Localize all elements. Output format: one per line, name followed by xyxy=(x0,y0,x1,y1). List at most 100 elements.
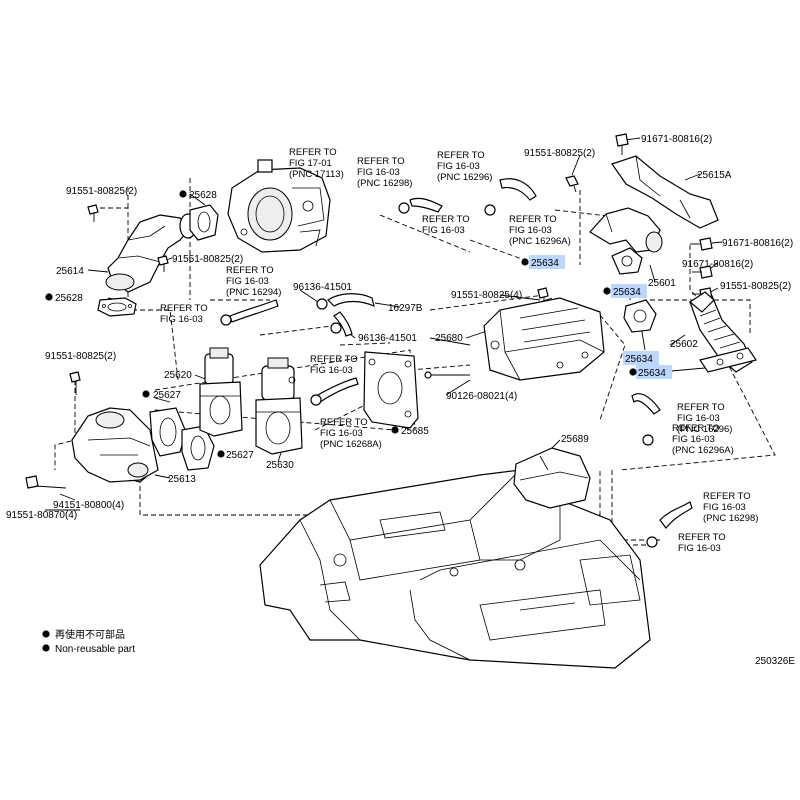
hose-16296-right xyxy=(631,393,661,446)
bolt-icon xyxy=(615,133,629,155)
label-25634-b[interactable]: 25634 xyxy=(613,287,641,298)
hose-16297b xyxy=(316,293,375,337)
bolt-icon xyxy=(25,475,67,489)
refer-to-pnc-16268a[interactable]: REFER TO FIG 16-03 (PNC 16268A) xyxy=(320,417,382,450)
gasket-plate-25685 xyxy=(363,351,419,429)
bullet-icon xyxy=(391,426,399,434)
refer-to-pnc-16298-right[interactable]: REFER TO FIG 16-03 (PNC 16298) xyxy=(703,491,758,524)
label-91551-80870[interactable]: 91551-80870(4) xyxy=(6,510,77,521)
label-91551-80825-b[interactable]: 91551-80825(2) xyxy=(172,254,243,265)
label-91551-80825-c[interactable]: 91551-80825(2) xyxy=(45,351,116,362)
throttle-body xyxy=(227,159,331,253)
egr-pipe-25601 xyxy=(589,207,663,253)
gasket-25628-left xyxy=(97,297,137,317)
legend-line-jp: 再使用不可部品 xyxy=(55,628,125,641)
refer-to-fig-16-03-a[interactable]: REFER TO FIG 16-03 xyxy=(422,214,472,236)
label-91551-80825-a[interactable]: 91551-80825(2) xyxy=(66,186,137,197)
egr-cooler-25680 xyxy=(483,297,605,381)
hose-16296 xyxy=(484,178,537,216)
gasket-25627-a xyxy=(149,407,187,457)
bolt-icon xyxy=(157,255,169,272)
bullet-icon xyxy=(603,287,611,295)
bullet-icon xyxy=(42,630,50,638)
label-90126-08021[interactable]: 90126-08021(4) xyxy=(446,391,517,402)
part-labels[interactable]: 25628 25628 25614 91551-80825(2) 91551-8… xyxy=(6,134,793,521)
refer-to-pnc-16296-right[interactable]: REFER TO FIG 16-03 (PNC 16296) xyxy=(677,402,732,435)
egr-valve-25630 xyxy=(255,357,303,455)
egr-valve-25620 xyxy=(199,347,243,437)
egr-adapter-25613 xyxy=(71,407,159,483)
intake-pipe-25614 xyxy=(105,213,197,293)
engine-block-outline xyxy=(259,469,651,669)
label-25602[interactable]: 25602 xyxy=(670,339,698,350)
label-25627-b[interactable]: 25627 xyxy=(226,450,254,461)
label-25630[interactable]: 25630 xyxy=(266,460,294,471)
label-91551-80825-d[interactable]: 91551-80825(2) xyxy=(524,148,595,159)
hose-16298 xyxy=(398,197,443,214)
label-94151-80800[interactable]: 94151-80800(4) xyxy=(53,500,124,511)
refer-to-fig-16-03-d[interactable]: REFER TO FIG 16-03 xyxy=(678,532,728,554)
bullet-icon xyxy=(42,644,50,652)
gasket-25634-side xyxy=(623,299,657,333)
legend-line-en: Non-reusable part xyxy=(55,644,135,655)
label-25680[interactable]: 25680 xyxy=(435,333,463,344)
highlight-25634-b xyxy=(611,284,647,298)
hose-16298-right xyxy=(646,501,693,548)
label-25634-d[interactable]: 25634 xyxy=(638,368,666,379)
refer-to-notes[interactable]: REFER TO FIG 17-01 (PNC 17113) REFER TO … xyxy=(160,147,758,554)
highlight-25634-d xyxy=(636,365,672,379)
bolt-icon xyxy=(565,175,579,193)
label-25615a[interactable]: 25615A xyxy=(697,170,732,181)
label-91551-80825-e[interactable]: 91551-80825(2) xyxy=(720,281,791,292)
highlight-25634-c xyxy=(623,351,659,365)
stud-bolt-icon xyxy=(424,371,470,379)
label-25685[interactable]: 25685 xyxy=(401,426,429,437)
label-16297b[interactable]: 16297B xyxy=(388,303,423,314)
highlight-boxes xyxy=(529,255,672,379)
bolt-icon xyxy=(692,265,713,279)
label-96136-41501-a[interactable]: 96136-41501 xyxy=(293,282,352,293)
refer-to-pnc-16298-top[interactable]: REFER TO FIG 16-03 (PNC 16298) xyxy=(357,156,412,189)
gasket-25634-top xyxy=(611,247,643,275)
refer-to-fig-16-03-b[interactable]: REFER TO FIG 16-03 xyxy=(160,303,210,325)
refer-to-pnc-16294[interactable]: REFER TO FIG 16-03 (PNC 16294) xyxy=(226,265,281,298)
legend: 再使用不可部品 Non-reusable part xyxy=(55,628,135,655)
bullet-icon xyxy=(45,293,53,301)
label-91671-80816-c[interactable]: 91671-80816(2) xyxy=(682,259,753,270)
label-25628-top[interactable]: 25628 xyxy=(189,190,217,201)
label-25628-left[interactable]: 25628 xyxy=(55,293,83,304)
cover-25689 xyxy=(513,447,591,509)
bullet-icon xyxy=(521,258,529,266)
heat-insulator-25615a xyxy=(611,155,719,229)
label-96136-41501-b[interactable]: 96136-41501 xyxy=(358,333,417,344)
non-reusable-bullets xyxy=(42,190,637,652)
refer-to-pnc-16296a-top[interactable]: REFER TO FIG 16-03 (PNC 16296A) xyxy=(509,214,571,247)
hose-16268a xyxy=(310,377,359,406)
gasket-25628-top xyxy=(189,204,219,241)
label-25689[interactable]: 25689 xyxy=(561,434,589,445)
refer-to-fig-16-03-c[interactable]: REFER TO FIG 16-03 xyxy=(310,354,360,376)
label-25634-a[interactable]: 25634 xyxy=(531,258,559,269)
label-25620[interactable]: 25620 xyxy=(164,370,192,381)
refer-to-pnc-16296-top[interactable]: REFER TO FIG 16-03 (PNC 16296) xyxy=(437,150,492,183)
hose-16294 xyxy=(220,299,279,326)
label-91551-80825-4[interactable]: 91551-80825(4) xyxy=(451,290,522,301)
label-25613[interactable]: 25613 xyxy=(168,474,196,485)
bullet-icon xyxy=(142,390,150,398)
highlight-25634-a xyxy=(529,255,565,269)
gasket-25634-bottom xyxy=(699,347,757,373)
label-25627-a[interactable]: 25627 xyxy=(153,390,181,401)
refer-to-fig-17-01[interactable]: REFER TO FIG 17-01 (PNC 17113) xyxy=(289,147,344,180)
bolt-icon xyxy=(69,371,81,395)
label-25634-c[interactable]: 25634 xyxy=(625,354,653,365)
label-91671-80816-a[interactable]: 91671-80816(2) xyxy=(641,134,712,145)
label-25614[interactable]: 25614 xyxy=(56,266,84,277)
refer-to-pnc-16296a-right[interactable]: REFER TO FIG 16-03 (PNC 16296A) xyxy=(672,423,734,456)
label-25601[interactable]: 25601 xyxy=(648,278,676,289)
label-91671-80816-b[interactable]: 91671-80816(2) xyxy=(722,238,793,249)
bolt-icon xyxy=(690,237,713,251)
bullet-icon xyxy=(179,190,187,198)
bolt-icon xyxy=(87,204,99,222)
diagram-code: 250326E xyxy=(755,656,795,667)
